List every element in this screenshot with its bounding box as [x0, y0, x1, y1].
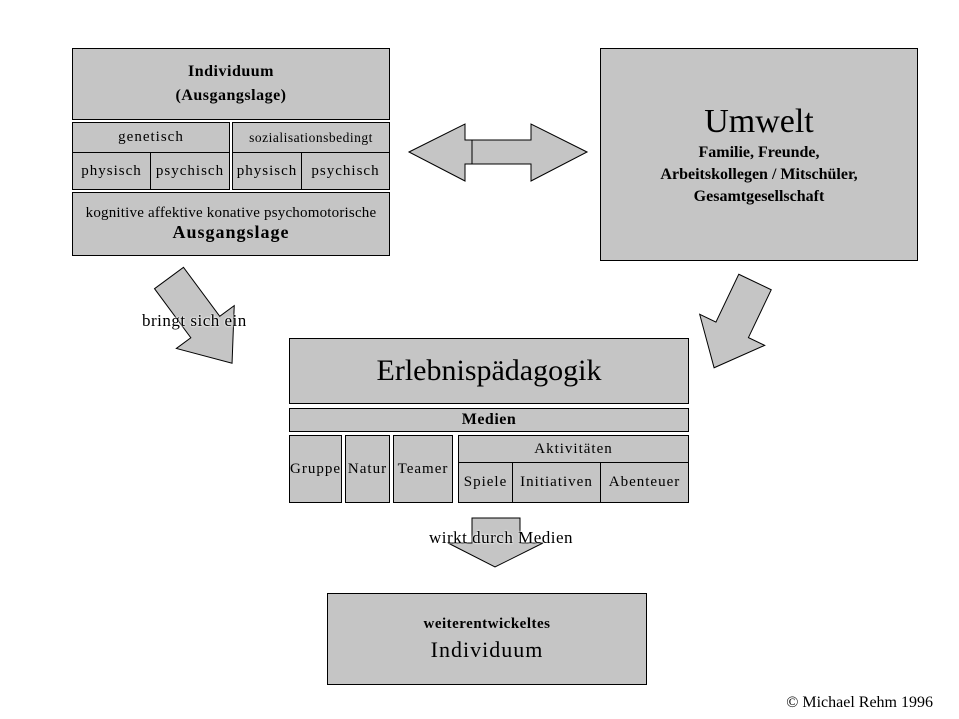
genetisch-label: genetisch [73, 123, 229, 153]
natur-label: Natur [347, 460, 388, 477]
bringt-sich-ein-label: bringt sich ein [142, 311, 247, 330]
aktivitaeten-label: Aktivitäten [459, 436, 688, 463]
umwelt-line-kollegen: Arbeitskollegen / Mitschüler, [660, 165, 858, 183]
erlebnispaedagogik-title: Erlebnispädagogik [376, 354, 602, 387]
teamer-label: Teamer [397, 460, 449, 477]
medium-gruppe-box: Gruppe [289, 435, 342, 503]
individuum-title-line2: (Ausgangslage) [175, 87, 287, 104]
gruppe-label: Gruppe [290, 460, 341, 477]
genetisch-subtable: genetisch physisch psychisch [72, 122, 230, 190]
result-line1: weiterentwickeltes [423, 615, 551, 632]
medium-teamer-box: Teamer [393, 435, 453, 503]
aktivitaeten-subtable: Aktivitäten Spiele Initiativen Abenteuer [458, 435, 689, 503]
medium-natur-box: Natur [345, 435, 390, 503]
umwelt-line-gesellschaft: Gesamtgesellschaft [693, 187, 825, 205]
result-line2: Individuum [430, 636, 544, 662]
double-arrow-individuum-umwelt [407, 123, 589, 182]
arrow-erlebnispaedagogik-to-result [447, 517, 544, 568]
spiele-cell: Spiele [459, 463, 513, 502]
cell-psychisch-sozialisation: psychisch [311, 162, 380, 179]
individuum-header-box: Individuum (Ausgangslage) [72, 48, 390, 120]
initiativen-cell: Initiativen [513, 463, 601, 502]
cell-physisch-sozialisation: physisch [233, 153, 302, 189]
copyright-notice: © Michael Rehm 1996 [786, 694, 933, 711]
double-arrow-right-half [471, 123, 589, 182]
erlebnispaedagogik-header-box: Erlebnispädagogik [289, 338, 689, 404]
cell-physisch-genetisch: physisch [73, 153, 151, 189]
individuum-title-line1: Individuum [188, 63, 274, 80]
medien-label: Medien [461, 411, 517, 428]
sozialisation-subtable: sozialisationsbedingt physisch psychisch [232, 122, 390, 190]
medien-bar: Medien [289, 408, 689, 432]
arrow-individuum-to-erlebnispaedagogik [153, 266, 235, 364]
double-arrow-left-half [407, 123, 473, 182]
sozialisationsbedingt-label: sozialisationsbedingt [233, 123, 389, 153]
arrow-umwelt-to-erlebnispaedagogik [698, 273, 772, 369]
umwelt-line-familie: Familie, Freunde, [698, 143, 820, 161]
cell-psychisch-genetisch: psychisch [155, 162, 225, 179]
result-box: weiterentwickeltes Individuum [327, 593, 647, 685]
wirkt-durch-medien-label: wirkt durch Medien [429, 528, 574, 547]
umwelt-box: Umwelt Familie, Freunde, Arbeitskollegen… [600, 48, 918, 261]
ausgangslage-qualities: kognitive affektive konative psychomotor… [85, 205, 377, 221]
ausgangslage-label: Ausgangslage [172, 222, 290, 242]
umwelt-title: Umwelt [704, 102, 814, 140]
ausgangslage-box: kognitive affektive konative psychomotor… [72, 192, 390, 256]
abenteuer-cell: Abenteuer [608, 474, 681, 490]
